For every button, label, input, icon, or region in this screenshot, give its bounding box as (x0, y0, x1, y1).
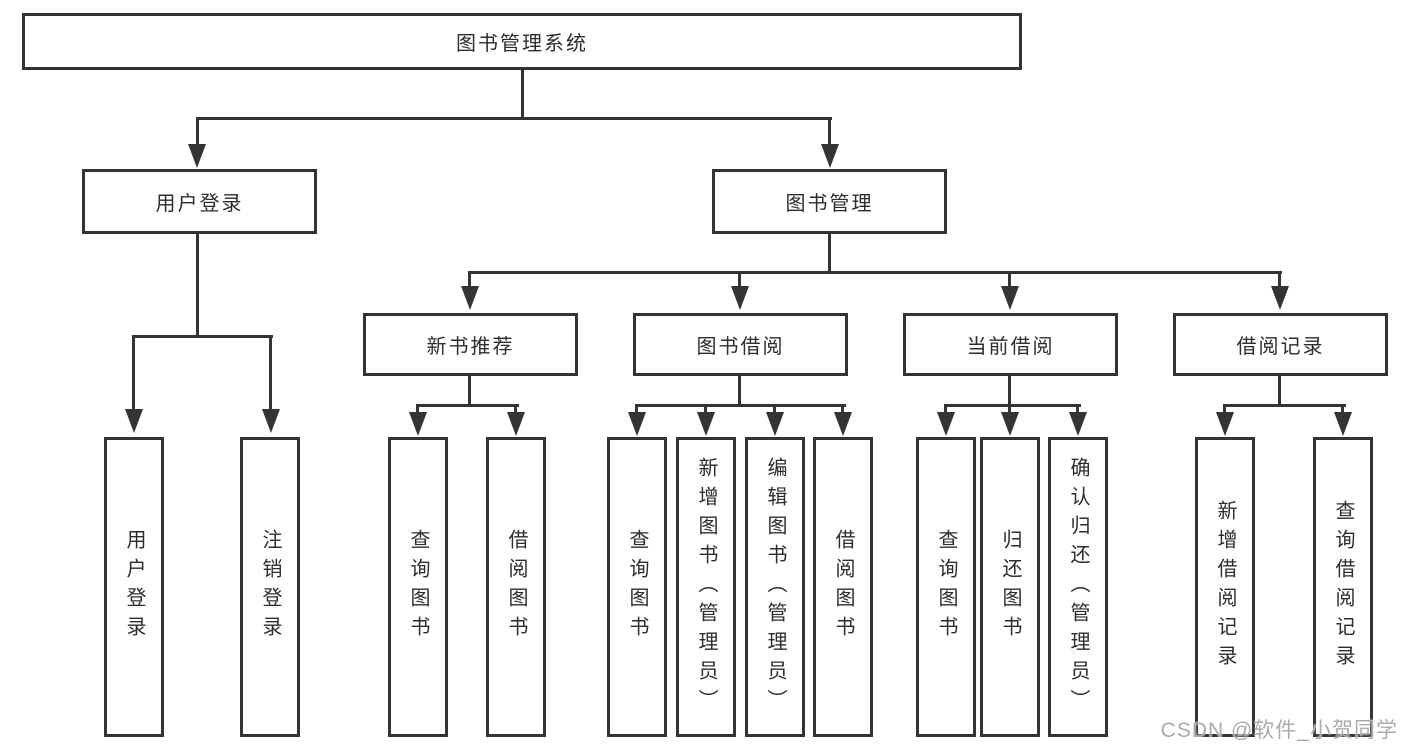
connector-line (468, 271, 471, 286)
connector-line (828, 234, 831, 274)
arrowhead-down-icon (731, 286, 749, 310)
leaf-newbook-query-books: 查询图书 (388, 437, 448, 737)
connector-line (132, 335, 273, 338)
node-label: 新增图书（管理员） (695, 456, 717, 718)
arrowhead-down-icon (1334, 412, 1352, 436)
connector-line (521, 70, 524, 118)
connector-line (1008, 271, 1011, 286)
node-label: 新增借阅记录 (1214, 500, 1236, 674)
leaf-borrow-add-books-admin: 新增图书（管理员） (676, 437, 736, 737)
leaf-current-query-books: 查询图书 (916, 437, 976, 737)
connector-line (1076, 404, 1079, 415)
node-label: 查询图书 (626, 529, 648, 645)
connector-line (635, 404, 846, 407)
node-label: 查询图书 (935, 529, 957, 645)
node-label: 归还图书 (999, 529, 1021, 645)
node-book-borrow: 图书借阅 (633, 313, 848, 376)
node-label: 借阅图书 (505, 529, 527, 645)
node-new-book-recommend: 新书推荐 (363, 313, 578, 376)
arrowhead-down-icon (188, 144, 206, 168)
connector-line (1278, 376, 1281, 406)
connector-line (1223, 404, 1226, 415)
connector-line (132, 335, 135, 411)
connector-line (468, 271, 1282, 274)
node-user-login-group: 用户登录 (82, 169, 317, 234)
leaf-user-login: 用户登录 (104, 437, 164, 737)
leaf-newbook-borrow-books: 借阅图书 (486, 437, 546, 737)
arrowhead-down-icon (697, 412, 715, 436)
arrowhead-down-icon (125, 409, 143, 433)
node-label: 借阅记录 (1236, 336, 1325, 358)
connector-line (738, 376, 741, 406)
arrowhead-down-icon (1271, 286, 1289, 310)
connector-line (773, 404, 776, 415)
arrowhead-down-icon (628, 412, 646, 436)
arrowhead-down-icon (766, 412, 784, 436)
node-label: 确认归还（管理员） (1067, 456, 1089, 718)
node-label: 用户登录 (155, 193, 244, 215)
node-label: 注销登录 (259, 529, 281, 645)
node-label: 图书管理系统 (456, 33, 588, 55)
node-label: 图书借阅 (696, 336, 785, 358)
node-label: 查询借阅记录 (1332, 500, 1354, 674)
connector-line (704, 404, 707, 415)
arrowhead-down-icon (262, 409, 280, 433)
connector-line (1223, 404, 1346, 407)
connector-line (828, 117, 831, 146)
connector-line (944, 404, 947, 415)
node-label: 用户登录 (123, 529, 145, 645)
arrowhead-down-icon (821, 144, 839, 168)
connector-line (416, 404, 419, 415)
node-borrow-records: 借阅记录 (1173, 313, 1388, 376)
connector-line (269, 335, 272, 411)
leaf-records-add-record: 新增借阅记录 (1195, 437, 1255, 737)
node-current-borrow: 当前借阅 (903, 313, 1118, 376)
arrowhead-down-icon (937, 412, 955, 436)
leaf-borrow-edit-books-admin: 编辑图书（管理员） (745, 437, 805, 737)
connector-line (635, 404, 638, 415)
arrowhead-down-icon (1001, 286, 1019, 310)
node-label: 查询图书 (407, 529, 429, 645)
connector-line (196, 117, 199, 146)
arrowhead-down-icon (507, 412, 525, 436)
arrowhead-down-icon (1216, 412, 1234, 436)
connector-line (196, 117, 832, 120)
connector-line (944, 404, 1081, 407)
leaf-current-return-books: 归还图书 (980, 437, 1040, 737)
connector-line (416, 404, 519, 407)
connector-line (1278, 271, 1281, 286)
connector-line (1008, 404, 1011, 415)
connector-line (841, 404, 844, 415)
connector-line (1008, 376, 1011, 406)
arrowhead-down-icon (461, 286, 479, 310)
node-label: 当前借阅 (966, 336, 1055, 358)
arrowhead-down-icon (1069, 412, 1087, 436)
node-library-system: 图书管理系统 (22, 13, 1022, 70)
arrowhead-down-icon (834, 412, 852, 436)
node-book-management: 图书管理 (712, 169, 947, 234)
connector-line (1341, 404, 1344, 415)
connector-line (738, 271, 741, 286)
leaf-borrow-query-books: 查询图书 (607, 437, 667, 737)
connector-line (514, 404, 517, 415)
leaf-borrow-borrow-books: 借阅图书 (813, 437, 873, 737)
arrowhead-down-icon (1001, 412, 1019, 436)
connector-line (468, 376, 471, 406)
leaf-current-confirm-return-admin: 确认归还（管理员） (1048, 437, 1108, 737)
node-label: 借阅图书 (832, 529, 854, 645)
arrowhead-down-icon (409, 412, 427, 436)
node-label: 编辑图书（管理员） (764, 456, 786, 718)
csdn-watermark: CSDN @软件_小贺同学 (1160, 719, 1398, 742)
node-label: 新书推荐 (426, 336, 515, 358)
leaf-records-query-record: 查询借阅记录 (1313, 437, 1373, 737)
node-label: 图书管理 (785, 193, 874, 215)
connector-line (196, 234, 199, 338)
leaf-logout: 注销登录 (240, 437, 300, 737)
